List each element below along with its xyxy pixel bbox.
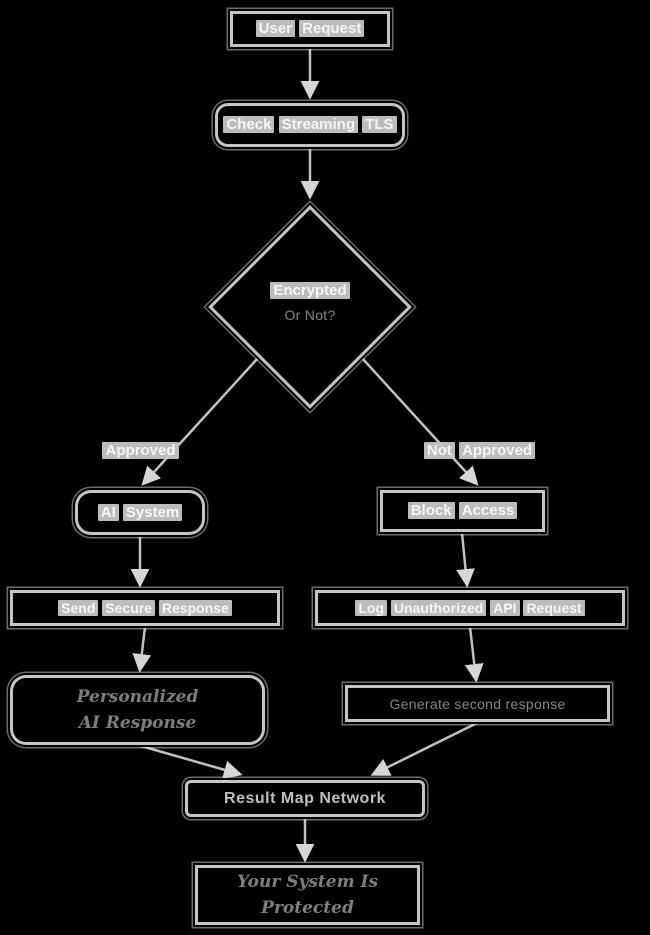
merge-node-label: Result Map Network [224, 789, 386, 807]
edge-blockedaction-result [464, 626, 484, 683]
blocked-result-node: Generate second response [345, 685, 610, 722]
branch-label-approved: Approved [88, 440, 193, 462]
blocked-result-label: Generate second response [389, 695, 566, 712]
approved-action-label: Send Secure Response [58, 597, 232, 619]
decision-line-1: Encrypted [222, 280, 398, 302]
blocked-system-node: Block Access [380, 490, 545, 532]
approved-system-node: AI System [75, 490, 205, 535]
blocked-action-label: Log Unauthorized API Request [355, 597, 585, 619]
start-node: User Request [230, 11, 390, 47]
edge-blockedresult-merge [370, 721, 478, 776]
edge-blockedsystem-action [456, 532, 475, 588]
decision-diamond-text: Encrypted Or Not? [222, 280, 398, 328]
end-node: Your System Is Protected [195, 865, 420, 925]
edge-approvedresult-merge [140, 744, 243, 779]
end-node-line-2: Protected [261, 898, 354, 918]
decision-line-2: Or Not? [284, 307, 336, 323]
edge-approvedaction-result [132, 626, 152, 673]
approved-result-line-2: AI Response [78, 713, 197, 733]
start-node-label: User Request [255, 18, 365, 40]
process-node-label: Check Streaming TLS [223, 114, 397, 136]
merge-node: Result Map Network [185, 780, 425, 817]
approved-result-line-1: Personalized [76, 686, 199, 707]
approved-action-node: Send Secure Response [10, 590, 280, 626]
approved-system-label: AI System [97, 502, 183, 524]
edge-decision-approved [141, 357, 259, 486]
blocked-action-node: Log Unauthorized API Request [315, 590, 625, 626]
approved-result-node: Personalized AI Response [10, 675, 265, 745]
branch-label-not-approved: Not Approved [412, 440, 547, 462]
edge-decision-notapproved [361, 357, 479, 486]
process-node: Check Streaming TLS [215, 103, 405, 147]
blocked-system-label: Block Access [407, 500, 518, 522]
end-node-line-1: Your System Is [236, 871, 379, 892]
